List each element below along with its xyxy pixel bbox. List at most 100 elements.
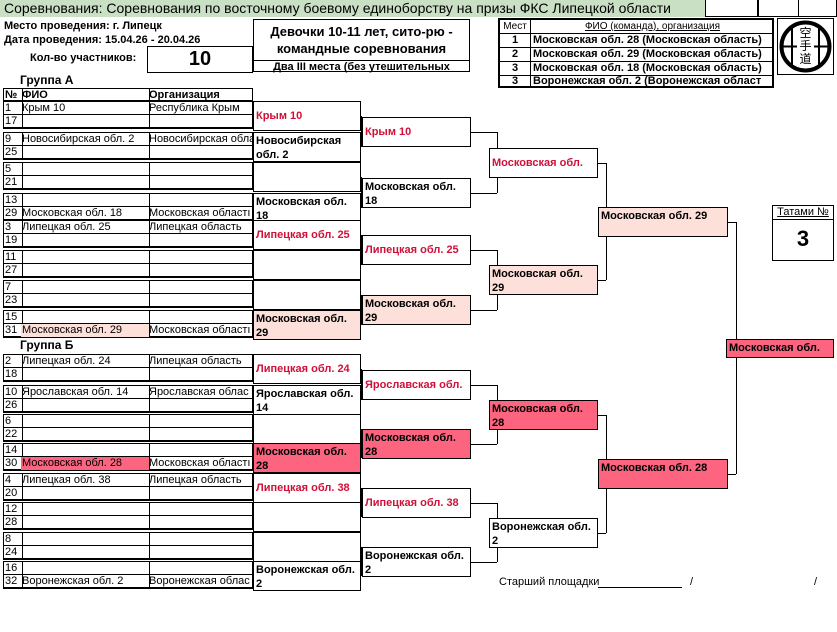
round1-winner[interactable]: Крым 10 [253,101,361,131]
table-row[interactable]: 12 [4,503,252,516]
table-row[interactable]: 13 [4,194,252,207]
round1-winner[interactable]: Липецкая обл. 24 [253,354,361,384]
round2-winner[interactable]: Крым 10 [362,117,471,147]
table-row[interactable]: 25 [4,146,252,159]
table-row[interactable]: 14 [4,444,252,457]
table-row[interactable]: 6 [4,415,252,428]
semifinal-winner[interactable]: Московская обл. 29 [598,207,728,237]
table-row[interactable]: 27 [4,264,252,277]
participant-org: Республика Крым [149,102,240,114]
semifinal-winner[interactable]: Московская обл. 28 [598,459,728,489]
tatami-box: Татами № 3 [772,205,834,261]
round3-winner[interactable]: Воронежская обл. 2 [489,518,598,548]
round3-winner[interactable]: Московская обл. 29 [489,265,598,295]
seed-number: 22 [4,428,23,441]
round2-winner[interactable]: Воронежская обл. 2 [362,547,471,577]
bracket-line [471,250,497,251]
round2-winner[interactable]: Липецкая обл. 38 [362,488,471,518]
round1-winner[interactable]: Липецкая обл. 25 [253,220,361,250]
table-row[interactable]: 18 [4,368,252,381]
participant-org [148,115,252,128]
bracket-line [598,280,606,281]
participant-name [21,294,150,307]
round1-winner[interactable] [253,280,361,310]
category-title: Девочки 10-11 лет, сито-рю - командные с… [270,24,453,56]
table-row[interactable]: 17 [4,115,252,128]
round1-winner[interactable] [253,532,361,562]
round1-winner[interactable]: Липецкая обл. 38 [253,473,361,503]
bracket-line [361,116,362,147]
seed-number: 4 [4,474,23,486]
round1-winner[interactable]: Московская обл. 28 [253,443,361,473]
table-row[interactable]: 26 [4,399,252,412]
final-winner[interactable]: Московская обл. [726,339,834,358]
round1-winner[interactable]: Воронежская обл. 2 [253,561,361,591]
round1-winner[interactable]: Московская обл. 18 [253,193,361,223]
seed-number: 11 [4,251,23,263]
table-row[interactable]: 7 [4,281,252,294]
table-row[interactable]: 8 [4,533,252,546]
participant-name [21,516,150,529]
round1-winner[interactable]: Московская обл. 29 [253,310,361,340]
team: Воронежская обл. 2 (Воронежская област [533,75,762,87]
round3-winner[interactable]: Московская обл. 18 [489,148,598,178]
table-row[interactable]: 24 [4,546,252,559]
seed-number: 24 [4,546,23,559]
title-cell [705,0,758,17]
round2-winner[interactable]: Липецкая обл. 25 [362,235,471,265]
karate-emblem-icon [779,20,832,73]
table-row[interactable]: 21 [4,176,252,189]
round2-winner[interactable]: Московская обл. 29 [362,295,471,325]
participant-name [21,503,150,515]
round2-winner[interactable]: Ярославская обл. 14 [362,370,471,400]
table-row[interactable]: 15 [4,311,252,324]
seed-number: 28 [4,516,23,529]
participant-org: Липецкая область [149,355,242,367]
table-row[interactable]: 11 [4,251,252,264]
table-row[interactable]: 16 [4,562,252,575]
signature-line[interactable] [598,587,682,588]
round1-winner[interactable]: Новосибирская обл. 2 [253,132,361,162]
bracket-line [361,295,362,325]
round1-winner[interactable]: Ярославская обл. 14 [253,385,361,415]
table-row[interactable]: 22 [4,428,252,441]
team: Московская обл. 29 (Московская область) [533,48,762,60]
divider [254,60,469,61]
round3-winner[interactable]: Московская обл. 28 [489,400,598,430]
table-row[interactable]: 28 [4,516,252,529]
participant-name: Ярославская обл. 14 [21,386,150,398]
seed-number: 2 [4,355,23,367]
round1-winner[interactable] [253,162,361,192]
round2-winner[interactable]: Московская обл. 18 [362,178,471,208]
table-row[interactable]: 23 [4,294,252,307]
round1-winner[interactable] [253,414,361,444]
participant-org: Воронежская облас [149,575,250,587]
table-row[interactable]: 20 [4,487,252,500]
round1-winner[interactable] [253,250,361,280]
table-row[interactable]: 19 [4,234,252,247]
seed-number: 21 [4,176,23,189]
competition-title-bar [0,0,837,17]
participant-org: Липецкая область [149,474,242,486]
round1-winner[interactable] [253,502,361,532]
results-row: 3 Воронежская обл. 2 (Воронежская област [500,75,772,88]
participant-org [148,234,252,247]
participant-name [21,415,150,427]
table-row[interactable]: 5 [4,163,252,176]
bracket-line [361,235,362,265]
seed-number: 19 [4,234,23,247]
participant-name [21,234,150,247]
round2-winner[interactable]: Московская обл. 28 [362,429,471,459]
